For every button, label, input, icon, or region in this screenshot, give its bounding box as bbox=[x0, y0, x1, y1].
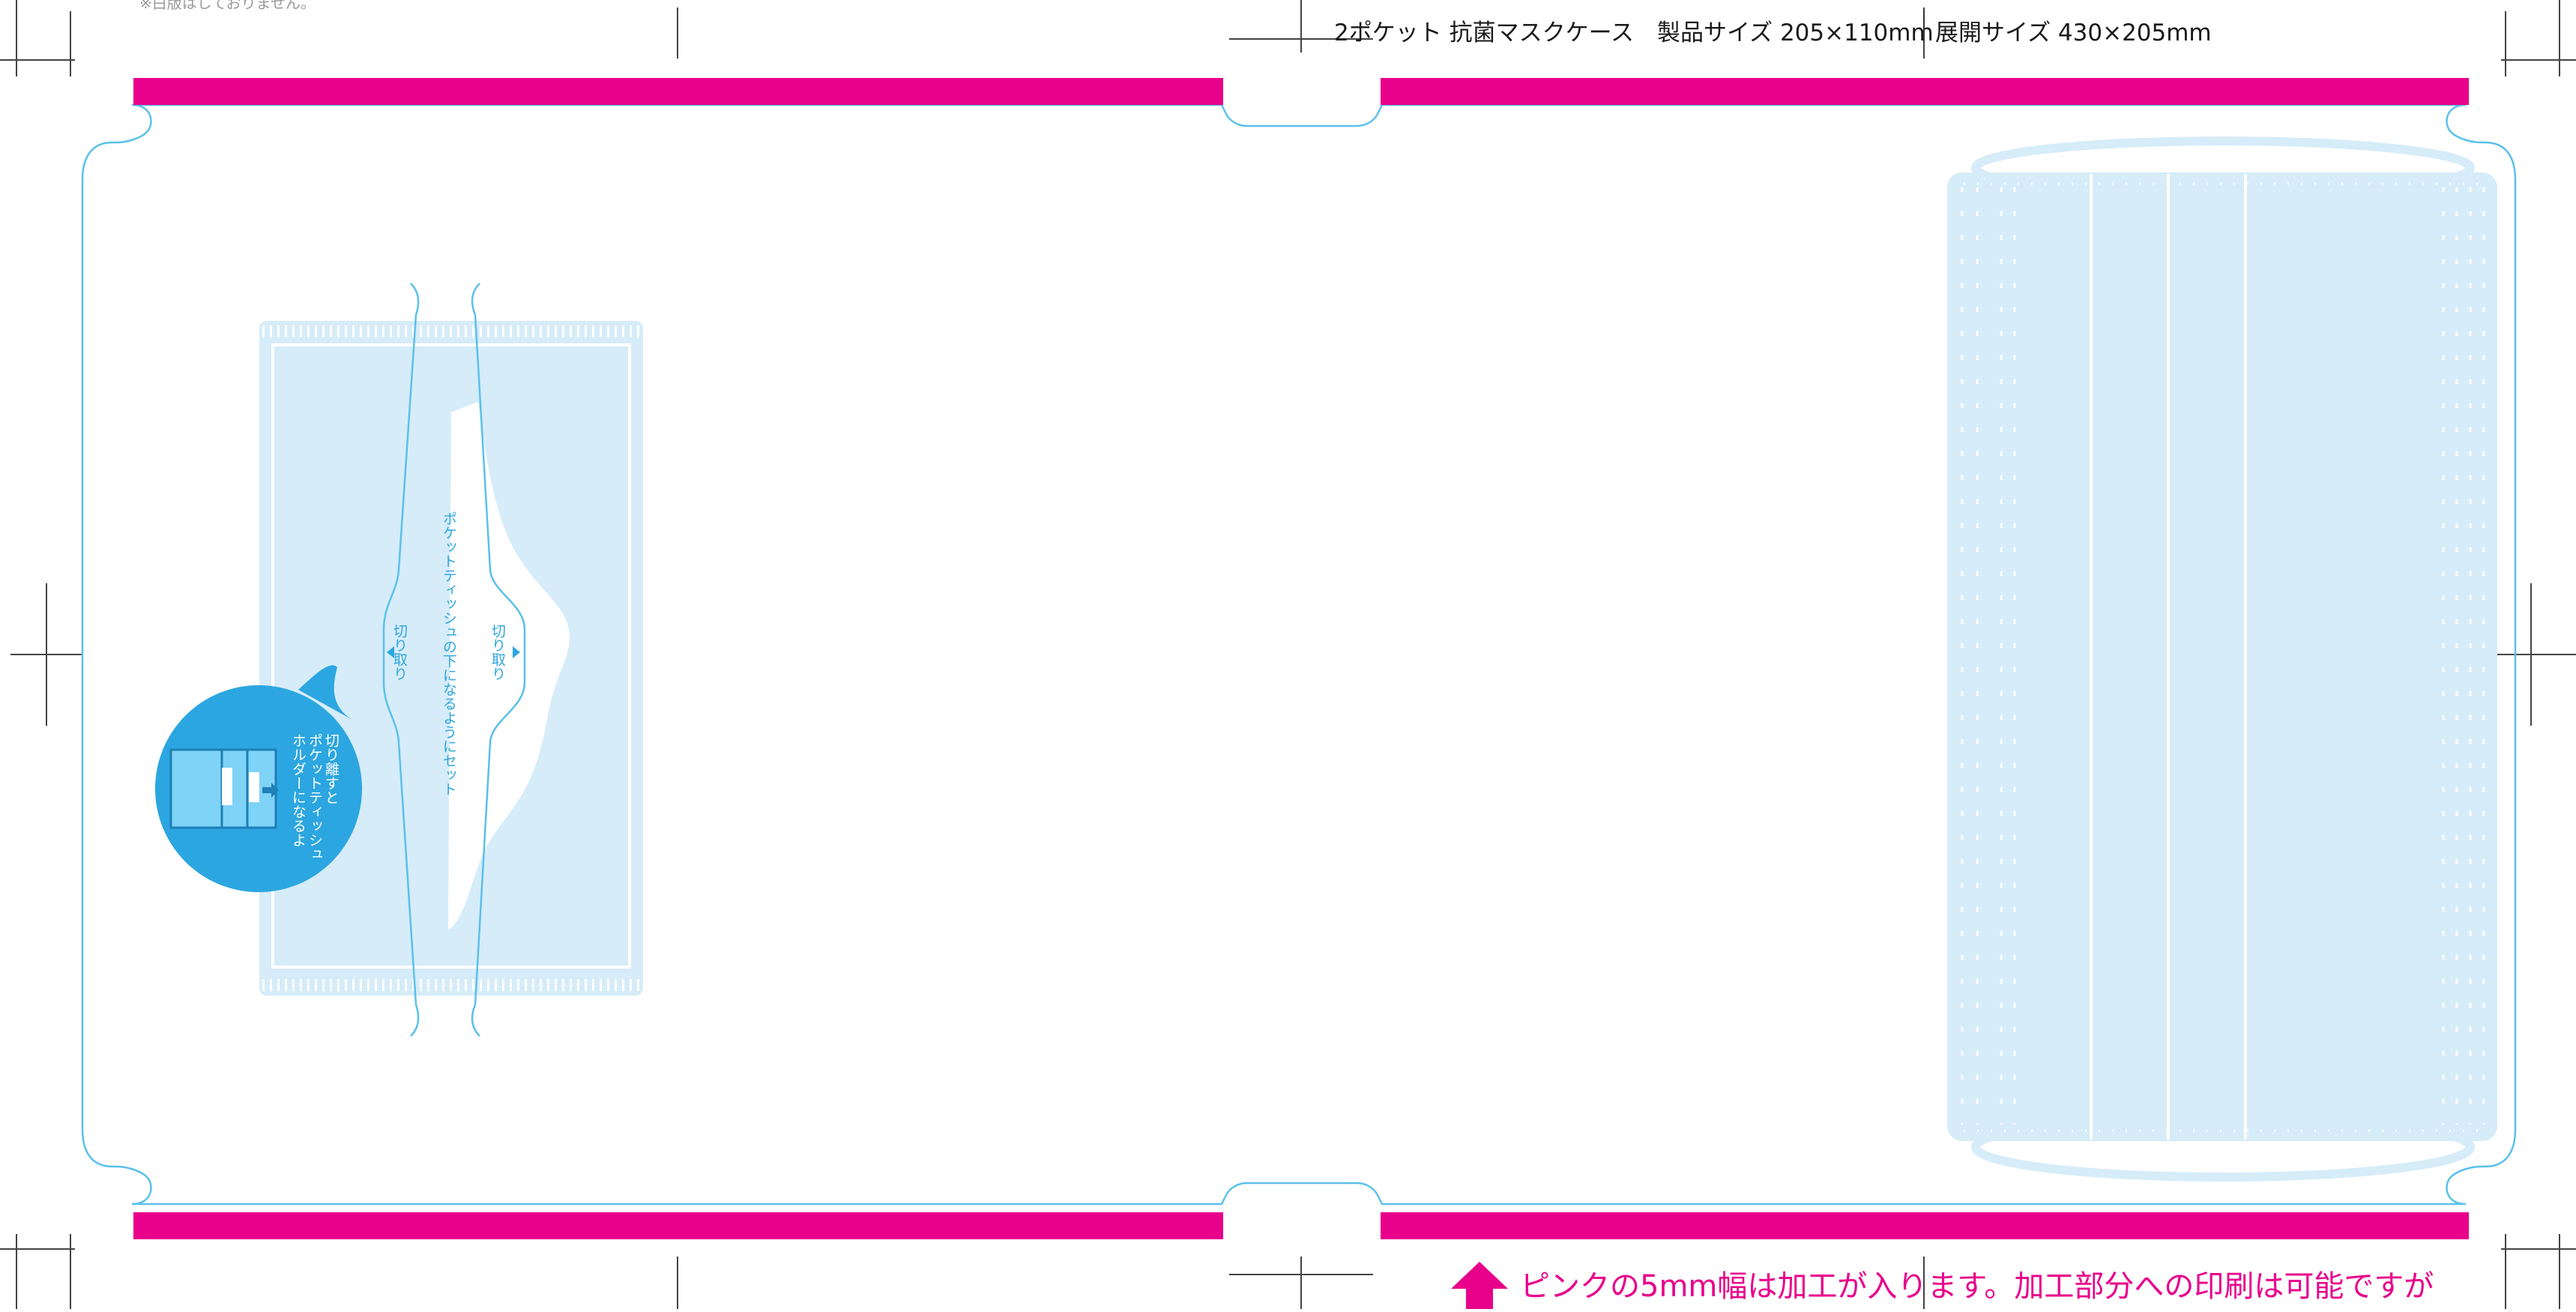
pink-bar-bottom-left bbox=[133, 1212, 1223, 1239]
crop-mark-icon bbox=[0, 1234, 75, 1309]
callout-text-line2: ポケットティッシュ bbox=[306, 733, 323, 861]
up-arrow-icon bbox=[1451, 1262, 1508, 1312]
tissue-sheet bbox=[448, 402, 570, 930]
header-divider bbox=[1923, 10, 1925, 42]
mask-body bbox=[1947, 172, 2497, 1141]
cut-line-right bbox=[471, 283, 526, 1037]
callout-diagram-icon bbox=[169, 748, 279, 829]
pink-bar-top-right bbox=[1381, 78, 2469, 105]
die-cut-outline bbox=[81, 103, 2517, 1206]
product-size-label: 2ポケット 抗菌マスクケース 製品サイズ 205×110mm bbox=[1334, 19, 1934, 46]
crop-mark-icon bbox=[10, 583, 82, 726]
mask-top-strap bbox=[1971, 136, 2475, 199]
crop-mark-icon bbox=[0, 0, 75, 76]
callout-tail bbox=[298, 665, 352, 720]
crop-mark-icon bbox=[1229, 0, 1373, 52]
mask-bottom-strap bbox=[1971, 1113, 2475, 1182]
crop-mark-icon bbox=[1229, 1257, 1373, 1309]
triangle-left-icon bbox=[387, 646, 394, 658]
cut-label-left: 切り取り bbox=[390, 624, 408, 681]
spread-size-label: 展開サイズ 430×205mm bbox=[1935, 19, 2212, 46]
triangle-right-icon bbox=[513, 646, 520, 658]
set-instruction-label: ポケットティッシュの下になるようにセット bbox=[440, 511, 457, 796]
cut-label-right: 切り取り bbox=[489, 624, 506, 681]
crop-mark-icon bbox=[2501, 0, 2576, 76]
tissue-packet-illustration bbox=[259, 283, 643, 1037]
crop-mark-icon bbox=[2501, 1234, 2576, 1309]
pink-bar-bottom-right bbox=[1381, 1212, 2469, 1239]
processing-note: ピンクの5mm幅は加工が入ります。加工部分への印刷は可能ですが bbox=[1520, 1269, 2434, 1304]
callout-text-line3: ホルダーになるよ bbox=[289, 733, 307, 847]
mask-illustration bbox=[1947, 136, 2497, 1182]
cut-line-left bbox=[382, 283, 420, 1037]
pink-bar-top-left bbox=[133, 78, 1223, 105]
crop-mark-icon bbox=[2495, 583, 2576, 726]
callout-text-line1: 切り離すと bbox=[322, 733, 340, 804]
tissue-packet-inner-border bbox=[271, 343, 631, 969]
top-note: ※白版はしておりません。 bbox=[139, 0, 316, 12]
callout-bubble bbox=[155, 665, 362, 892]
